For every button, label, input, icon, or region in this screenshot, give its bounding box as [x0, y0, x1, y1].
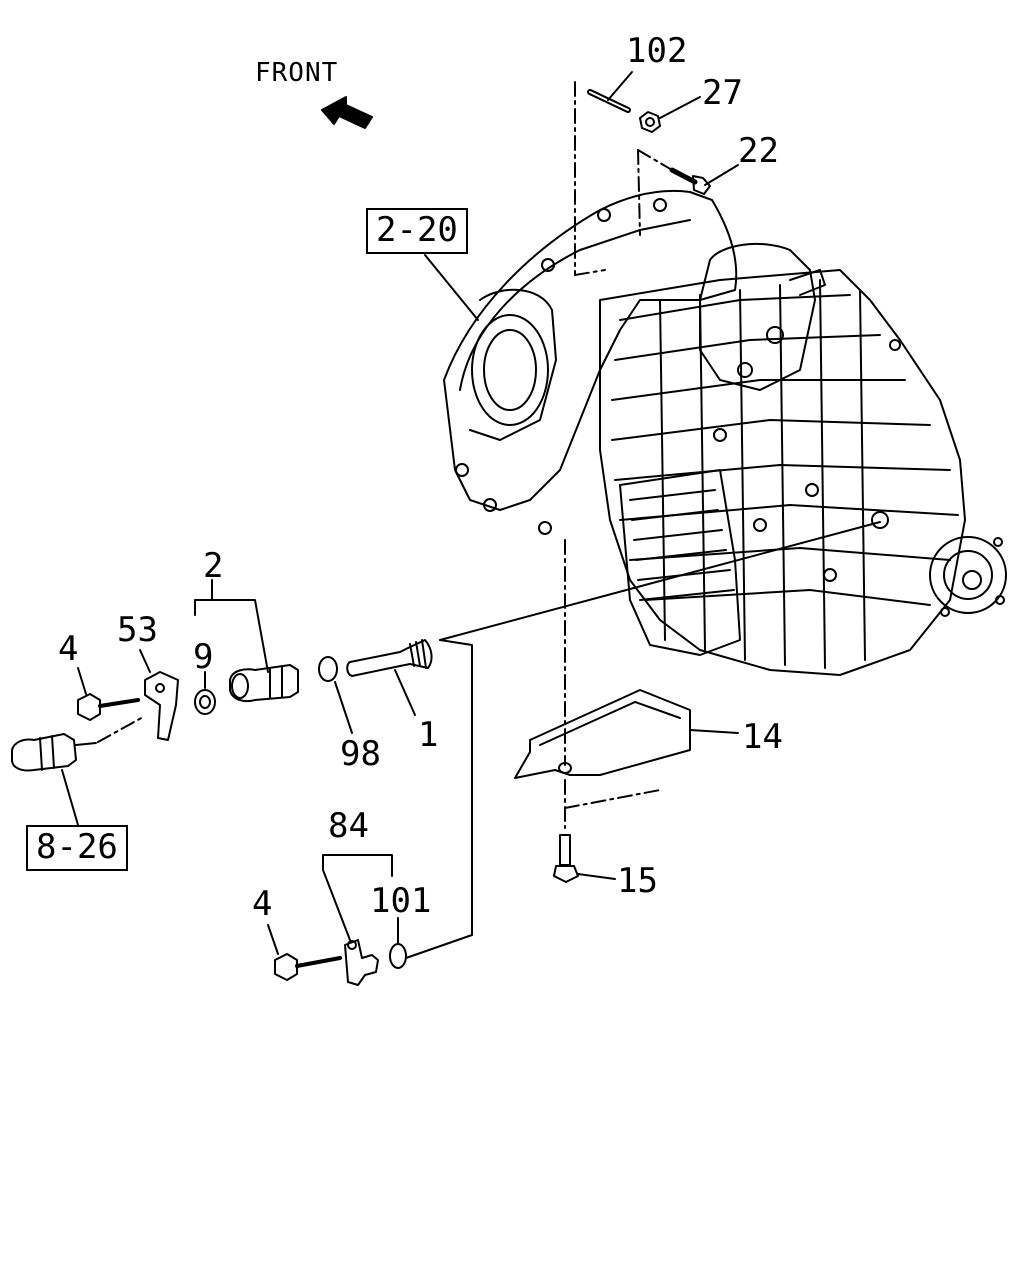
reference-box-2-20: 2-20	[366, 208, 468, 254]
callout-4-upper: 4	[58, 629, 79, 669]
part-9-seal	[194, 671, 216, 715]
part-98-oring	[318, 656, 353, 734]
reference-box-8-26: 8-26	[26, 825, 128, 871]
callout-98: 98	[340, 734, 381, 774]
callout-101: 101	[370, 881, 432, 921]
front-arrow-icon	[321, 96, 373, 129]
part-1-drive-gear	[346, 521, 881, 716]
callout-53: 53	[117, 610, 158, 650]
callout-27: 27	[702, 73, 743, 113]
part-4-bolt-lower	[267, 924, 342, 981]
callout-4-lower: 4	[252, 884, 273, 924]
callout-14: 14	[742, 717, 783, 757]
callout-15: 15	[617, 861, 658, 901]
part-14-cover	[514, 539, 739, 779]
callout-9: 9	[193, 637, 214, 677]
callout-22: 22	[738, 131, 779, 171]
part-2-sleeve	[194, 579, 299, 703]
leader-2-20	[424, 254, 479, 321]
transmission-housing	[443, 189, 1007, 676]
part-53-plate	[139, 649, 179, 741]
part-84-holder	[322, 854, 393, 986]
part-15-bolt	[553, 779, 661, 883]
part-8-26-sensor	[11, 715, 146, 826]
callout-102: 102	[626, 31, 688, 71]
callout-1: 1	[418, 715, 439, 755]
nut-27	[639, 96, 701, 133]
part-101-oring	[389, 639, 473, 969]
stud-102	[574, 71, 633, 276]
front-label: FRONT	[255, 58, 339, 88]
callout-2: 2	[203, 546, 224, 586]
bolt-22	[637, 149, 739, 236]
part-4-bolt-upper	[77, 667, 140, 721]
callout-84: 84	[328, 806, 369, 846]
